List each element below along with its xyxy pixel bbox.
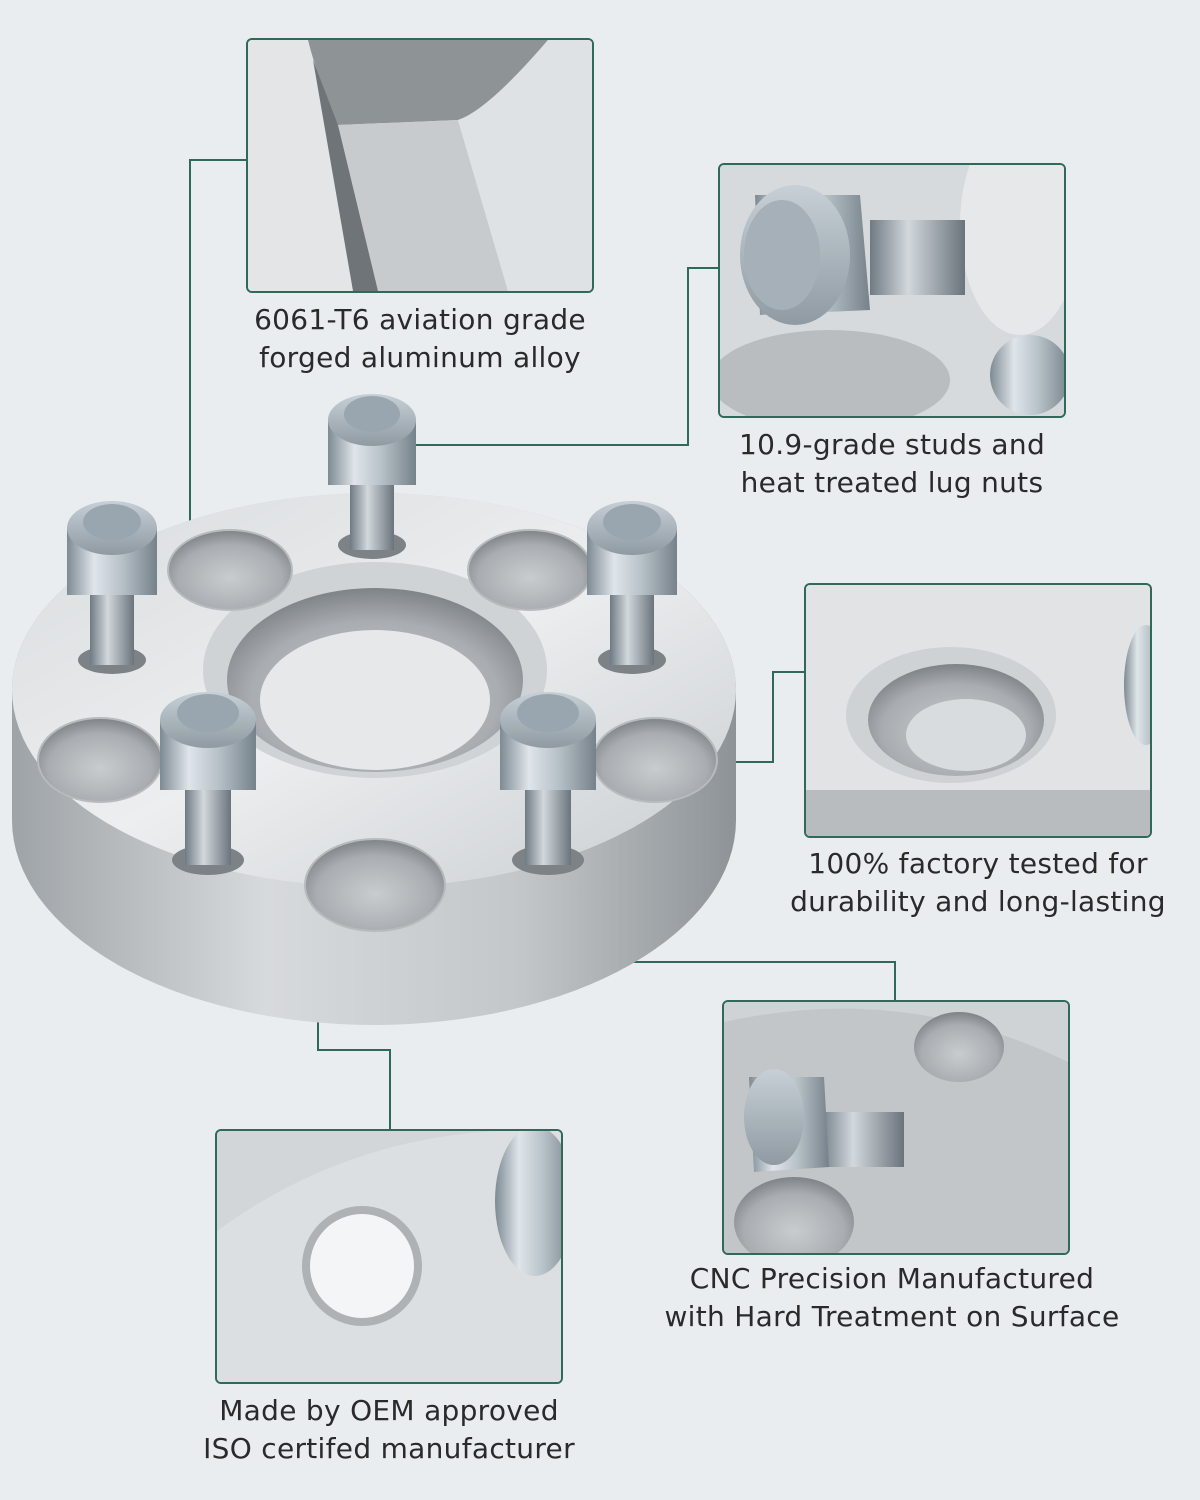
caption-tested-line1: 100% factory tested for bbox=[808, 847, 1148, 880]
detail-panel-lug-nut bbox=[718, 163, 1066, 418]
caption-lug-nut-line1: 10.9-grade studs and bbox=[738, 428, 1046, 461]
caption-alloy-line1: 6061-T6 aviation grade bbox=[254, 303, 586, 336]
caption-tested: 100% factory tested for durability and l… bbox=[778, 845, 1178, 921]
caption-cnc-line2: with Hard Treatment on Surface bbox=[664, 1300, 1120, 1333]
caption-oem-line2: ISO certifed manufacturer bbox=[203, 1432, 575, 1465]
caption-cnc: CNC Precision Manufactured with Hard Tre… bbox=[642, 1260, 1142, 1336]
caption-cnc-line1: CNC Precision Manufactured bbox=[689, 1262, 1095, 1295]
caption-oem: Made by OEM approved ISO certifed manufa… bbox=[189, 1392, 589, 1468]
detail-panel-alloy bbox=[246, 38, 594, 293]
caption-alloy: 6061-T6 aviation grade forged aluminum a… bbox=[220, 301, 620, 377]
detail-panel-tested bbox=[804, 583, 1152, 838]
lug-nuts bbox=[67, 394, 677, 875]
caption-lug-nut-line2: heat treated lug nuts bbox=[740, 466, 1044, 499]
detail-panel-cnc bbox=[722, 1000, 1070, 1255]
caption-alloy-line2: forged aluminum alloy bbox=[259, 341, 581, 374]
caption-lug-nut: 10.9-grade studs and heat treated lug nu… bbox=[692, 426, 1092, 502]
caption-oem-line1: Made by OEM approved bbox=[219, 1394, 559, 1427]
detail-panel-oem bbox=[215, 1129, 563, 1384]
caption-tested-line2: durability and long-lasting bbox=[790, 885, 1166, 918]
